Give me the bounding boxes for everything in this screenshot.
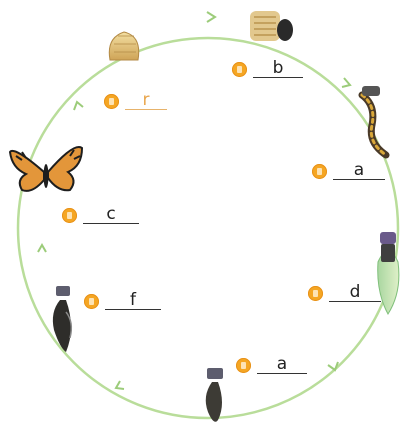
number-badge-icon: [312, 164, 327, 179]
number-badge-icon: [104, 94, 119, 109]
answer-blank[interactable]: b: [253, 59, 303, 78]
label-left-upper: c: [62, 202, 139, 224]
arrow-top-left: [74, 102, 83, 110]
answer-blank[interactable]: c: [83, 205, 139, 224]
arrow-left: [38, 245, 46, 252]
number-badge-icon: [84, 294, 99, 309]
hanging-pupa-icon: [206, 368, 223, 422]
label-right-upper: a: [312, 158, 385, 180]
answer-blank[interactable]: r: [125, 91, 167, 110]
number-badge-icon: [236, 358, 251, 373]
cycle-ring: [18, 38, 398, 418]
answer-blank[interactable]: d: [329, 283, 381, 302]
arrow-bottom-right: [328, 362, 338, 370]
butterfly-icon: [10, 147, 82, 191]
label-bottom: a: [236, 352, 307, 374]
label-top-left: r: [104, 88, 167, 110]
arrow-bottom-left: [116, 381, 124, 389]
answer-blank[interactable]: a: [333, 161, 385, 180]
label-right-lower: d: [308, 280, 381, 302]
egg-on-leaf-icon: [250, 11, 293, 41]
label-top-right: b: [232, 56, 303, 78]
number-badge-icon: [308, 286, 323, 301]
arrow-top: [207, 12, 215, 22]
answer-blank[interactable]: f: [105, 291, 161, 310]
egg-cluster-icon: [109, 32, 138, 60]
number-badge-icon: [232, 62, 247, 77]
arrow-right: [342, 78, 350, 87]
cycle-arrows: [38, 12, 392, 389]
label-left-lower: f: [84, 288, 161, 310]
number-badge-icon: [62, 208, 77, 223]
answer-blank[interactable]: a: [257, 355, 307, 374]
